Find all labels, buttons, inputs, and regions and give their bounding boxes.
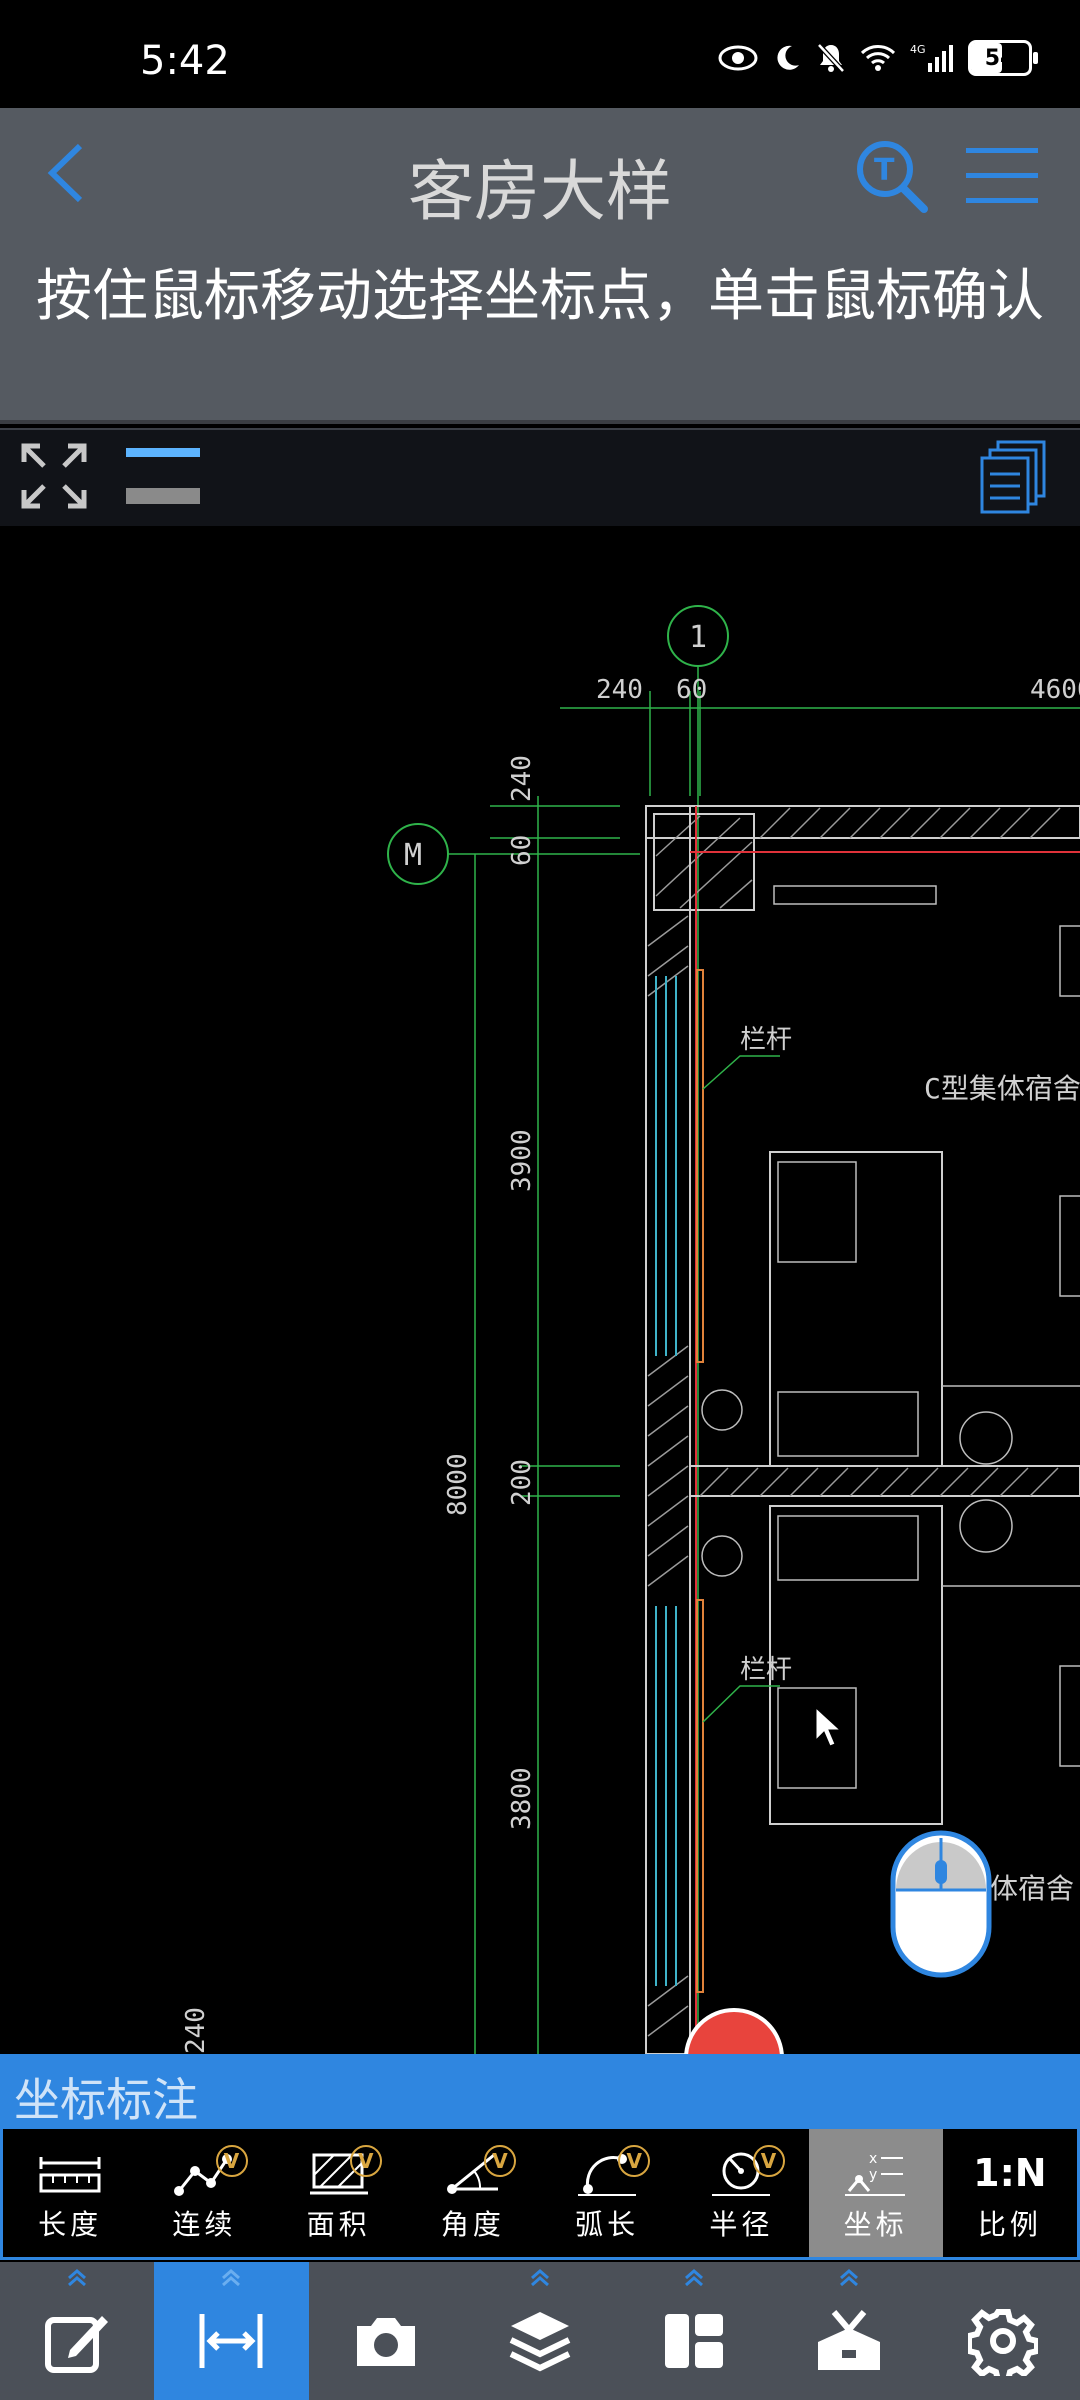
nav-settings[interactable] — [926, 2262, 1080, 2400]
fullscreen-expand-icon[interactable] — [18, 440, 90, 512]
cad-drawing-canvas[interactable]: 1 M 240 60 4600 240 60 3900 200 3800 — [0, 526, 1080, 2054]
layout-icon — [665, 2314, 724, 2368]
status-time: 5:42 — [140, 38, 230, 84]
axis-label-m: M — [404, 838, 422, 873]
vip-badge: V — [215, 2145, 248, 2177]
text-search-icon[interactable]: T — [852, 136, 932, 216]
label-room-type-2: 体宿舍 — [990, 1872, 1074, 1905]
tool-label: 半径 — [709, 2208, 774, 2241]
axis-label-1: 1 — [689, 620, 707, 655]
scale-icon: 1:N — [973, 2151, 1047, 2195]
tool-radius[interactable]: V 半径 — [674, 2129, 808, 2257]
signal-icon: 4G — [910, 43, 953, 72]
angle-icon — [446, 2153, 498, 2194]
status-icons: 4G 54 — [718, 40, 1038, 76]
page-title: 客房大样 — [408, 153, 672, 230]
dim-left-200: 200 — [507, 1459, 537, 1506]
wifi-icon — [860, 45, 896, 71]
eye-icon — [718, 45, 758, 71]
nav-edit[interactable] — [0, 2262, 154, 2400]
vip-badge: V — [484, 2145, 516, 2177]
dim-left-240: 240 — [507, 755, 537, 802]
title-bar: 客房大样 T — [0, 108, 1080, 244]
nav-tools[interactable] — [771, 2262, 925, 2400]
tool-length[interactable]: 长度 — [3, 2129, 137, 2257]
dim-top-60: 60 — [676, 675, 707, 705]
nav-layout[interactable] — [617, 2262, 771, 2400]
nav-layers[interactable] — [463, 2262, 617, 2400]
battery-indicator: 54 — [968, 40, 1038, 76]
svg-text:4G: 4G — [910, 43, 926, 56]
tool-label: 面积 — [306, 2208, 371, 2241]
dim-top-4600: 4600 — [1030, 675, 1080, 705]
measure-icon — [199, 2314, 263, 2368]
tool-label: 坐标 — [843, 2208, 908, 2241]
tool-label: 连续 — [172, 2208, 237, 2241]
tool-scale[interactable]: 1:N 比例 — [943, 2129, 1077, 2257]
layer-line-blue[interactable] — [126, 448, 200, 457]
tool-panel-header: 坐标标注 — [0, 2054, 1080, 2127]
vip-badge: V — [349, 2145, 382, 2177]
dim-left-3900: 3900 — [507, 1129, 537, 1192]
layers-icon — [509, 2312, 571, 2372]
dim-left-8000: 8000 — [443, 1453, 473, 1516]
dim-left-3800: 3800 — [507, 1767, 537, 1830]
chevron-up-icon — [530, 2269, 549, 2287]
mute-bell-icon — [817, 43, 845, 73]
hatch-area-icon — [309, 2153, 368, 2195]
vip-badge: V — [752, 2145, 785, 2177]
dim-left-60: 60 — [507, 835, 537, 866]
tool-label: 比例 — [977, 2208, 1042, 2241]
tool-label: 长度 — [38, 2208, 103, 2241]
tools-box-icon — [817, 2310, 880, 2370]
hamburger-menu-icon[interactable] — [964, 144, 1040, 208]
vip-badge: V — [618, 2145, 651, 2177]
label-railing-2: 栏杆 — [740, 1655, 792, 1685]
chevron-left-icon[interactable] — [40, 138, 100, 208]
tool-label: 角度 — [440, 2208, 505, 2241]
svg-text:y: y — [869, 2167, 877, 2183]
chevron-up-icon — [685, 2269, 704, 2287]
coordinate-icon: xy — [844, 2151, 905, 2196]
tool-angle[interactable]: V 角度 — [406, 2129, 540, 2257]
status-bar: 5:42 4G 54 — [0, 0, 1080, 108]
edit-icon — [45, 2316, 109, 2373]
chevron-up-icon — [222, 2269, 241, 2287]
document-list-icon[interactable] — [978, 438, 1050, 514]
view-toolbar — [0, 428, 1080, 528]
nav-camera[interactable] — [309, 2262, 463, 2400]
tool-area[interactable]: V 面积 — [272, 2129, 406, 2257]
cad-drawing: 1 M 240 60 4600 240 60 3900 200 3800 — [181, 605, 1080, 2054]
label-room-type: C型集体宿舍 — [924, 1072, 1080, 1105]
dim-left-240-bottom: 240 — [181, 2007, 211, 2054]
camera-icon — [356, 2318, 415, 2366]
svg-text:x: x — [869, 2151, 877, 2167]
instruction-banner: 按住鼠标移动选择坐标点，单击鼠标确认 — [0, 244, 1080, 424]
tool-continuous[interactable]: V 连续 — [137, 2129, 271, 2257]
tool-arc-length[interactable]: V 弧长 — [540, 2129, 674, 2257]
moon-icon — [777, 45, 799, 70]
tool-label: 弧长 — [575, 2208, 640, 2241]
tool-panel-title: 坐标标注 — [14, 2073, 198, 2127]
nav-measure[interactable] — [154, 2262, 309, 2400]
dim-top-240: 240 — [596, 675, 643, 705]
virtual-mouse-button[interactable] — [890, 1830, 992, 1978]
chevron-up-icon — [68, 2269, 87, 2287]
instruction-text: 按住鼠标移动选择坐标点，单击鼠标确认 — [36, 264, 1044, 329]
chevron-up-icon — [839, 2269, 858, 2287]
svg-text:T: T — [874, 153, 895, 188]
pointer-cursor — [815, 1706, 842, 1747]
layer-line-gray[interactable] — [126, 488, 200, 504]
ruler-icon — [39, 2157, 101, 2193]
label-railing-1: 栏杆 — [740, 1025, 792, 1055]
bottom-navigation — [0, 2262, 1080, 2400]
settings-gear-icon — [967, 2309, 1038, 2376]
